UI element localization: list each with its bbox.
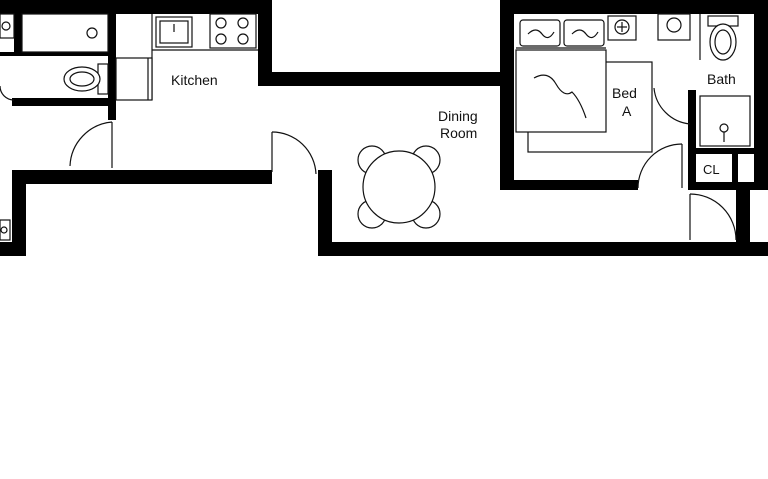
doors (69, 87, 737, 241)
wall-bath-left (688, 90, 696, 190)
right-sink-drain-icon (666, 17, 682, 33)
wall-closet-bottom (688, 182, 768, 190)
wall-left-bath-divider (0, 52, 110, 56)
bath-door-arc (653, 87, 691, 125)
left-sink (0, 13, 15, 39)
left-lower-sink (0, 219, 11, 241)
kitchen-fixtures: Kitchen (115, 13, 258, 101)
stove (209, 13, 257, 49)
shower (699, 95, 751, 147)
burner-icon (215, 17, 227, 29)
wall-corridor-bottom (12, 170, 272, 184)
wall-bed-bottom (500, 180, 638, 190)
wall-left-bath-mid (14, 14, 22, 54)
wall-right-edge (754, 14, 768, 190)
pillow-icon (519, 19, 561, 47)
lamp-icon (614, 19, 630, 35)
wall-top-right (500, 0, 768, 14)
right-bath-fixtures: Bath CL (657, 13, 751, 177)
right-toilet-seat (714, 29, 732, 55)
refrigerator (115, 57, 153, 101)
kitchen-door-arc (69, 121, 113, 167)
bed-label-line2: A (622, 103, 632, 119)
tub-drain-icon (86, 27, 98, 39)
left-sink-drain-icon (1, 21, 11, 31)
kitchen-label: Kitchen (171, 72, 218, 88)
dining-table (357, 145, 441, 229)
pillow-wave (527, 29, 555, 39)
dining-label-line1: Dining (438, 108, 478, 124)
wall-left-bath-bottom (12, 98, 116, 106)
wall-kitchen-right (258, 0, 272, 86)
bed-label-line1: Bed (612, 85, 637, 101)
kitchen-sink-basin (159, 20, 189, 44)
walls (0, 0, 768, 256)
wall-kitchen-left (108, 0, 116, 120)
wall-closet-top (688, 148, 768, 154)
wall-right-lower (736, 190, 750, 256)
bedroom-fixtures: Bed A (515, 15, 653, 153)
blanket-wave (533, 74, 587, 119)
burner-icon (215, 33, 227, 45)
left-toilet-bowl-icon (63, 66, 101, 92)
closet-label: CL (703, 162, 720, 177)
table-top (362, 150, 436, 224)
bed-door-arc (637, 143, 683, 189)
bathtub (21, 13, 109, 53)
wall-dining-top (258, 72, 514, 86)
burner-icon (237, 17, 249, 29)
pillow-wave (571, 29, 599, 39)
wall-corridor-left (12, 170, 26, 256)
wall-bed-left (500, 0, 514, 190)
left-bath-door-arc (0, 85, 15, 101)
wall-closet-right (732, 148, 738, 188)
left-bath-fixtures (0, 13, 109, 241)
burner-icon (237, 33, 249, 45)
entry-door-arc (689, 193, 737, 241)
bath-label: Bath (707, 71, 736, 87)
wall-bottom-left (0, 242, 26, 256)
left-toilet-seat (69, 71, 95, 87)
wall-dining-left-lower (318, 170, 332, 256)
right-toilet-bowl-icon (709, 23, 737, 61)
dining-door-arc (271, 131, 317, 175)
wall-bottom-right (318, 242, 768, 256)
left-lower-sink-drain-icon (0, 226, 8, 234)
wall-top-left (0, 0, 272, 14)
dining-label-line2: Room (440, 125, 477, 141)
pillow-icon (563, 19, 605, 47)
